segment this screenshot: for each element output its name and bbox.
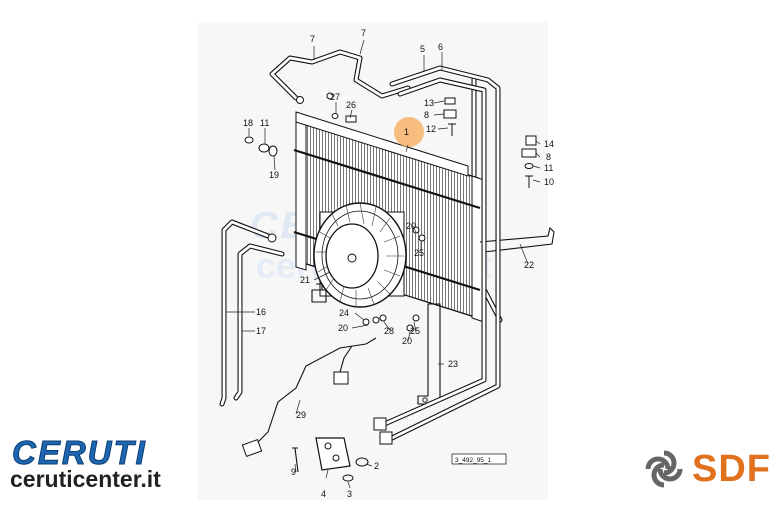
callout-3: 3 <box>347 489 352 499</box>
callout-18: 18 <box>243 118 253 128</box>
sdf-wordmark: SDF <box>692 447 771 490</box>
callout-19: 19 <box>269 170 279 180</box>
highlight-marker <box>394 117 424 147</box>
callout-7-left: 7 <box>310 34 315 44</box>
callout-2: 2 <box>374 461 379 471</box>
wiring-harness <box>253 337 377 447</box>
callout-6: 6 <box>438 42 443 52</box>
callout-26: 26 <box>346 100 356 110</box>
callout-20-lower: 20 <box>402 336 412 346</box>
callout-13: 13 <box>424 98 434 108</box>
callout-7-right: 7 <box>361 28 366 38</box>
callout-11-left: 11 <box>260 118 269 128</box>
mounting-bracket <box>479 226 555 253</box>
callout-labels: 1 2 3 4 5 6 7 7 8 8 9 10 11 11 12 13 14 … <box>243 28 554 499</box>
callout-27: 27 <box>330 92 340 102</box>
hardware-fittings <box>244 97 537 332</box>
sdf-emblem-icon <box>645 450 683 488</box>
callout-29: 29 <box>296 410 306 420</box>
callout-14: 14 <box>544 139 554 149</box>
callout-28: 28 <box>384 326 394 336</box>
callout-10: 10 <box>544 177 554 187</box>
callout-24: 24 <box>339 308 349 318</box>
ceruti-logo: CERUTI <box>12 434 147 472</box>
drawing-code: 3_492_95_1 <box>455 457 492 464</box>
callout-20-upper: 20 <box>406 221 416 231</box>
callout-22: 22 <box>524 260 534 270</box>
leader-lines <box>226 39 541 489</box>
cooling-fan <box>313 202 407 308</box>
callout-4: 4 <box>321 489 326 499</box>
fan-connector <box>311 283 327 303</box>
callout-9: 9 <box>291 467 296 477</box>
callout-11-right: 11 <box>544 163 553 173</box>
callout-21: 21 <box>300 275 310 285</box>
callout-5: 5 <box>420 44 425 54</box>
callout-8-upper: 8 <box>424 110 429 120</box>
callout-12: 12 <box>426 124 436 134</box>
callout-20-mid: 20 <box>338 323 348 333</box>
callout-25-lower: 25 <box>410 326 420 336</box>
ceruti-website: ceruticenter.it <box>10 466 161 492</box>
callout-23: 23 <box>448 359 458 369</box>
callout-1: 1 <box>404 127 409 137</box>
callout-25-upper: 25 <box>414 248 424 258</box>
callout-16: 16 <box>256 307 266 317</box>
pressure-switch-block <box>315 437 351 471</box>
sdf-logo: SDF <box>642 444 771 494</box>
callout-17: 17 <box>256 326 266 336</box>
callout-8-right: 8 <box>546 152 551 162</box>
drawing-code-box <box>451 453 507 465</box>
